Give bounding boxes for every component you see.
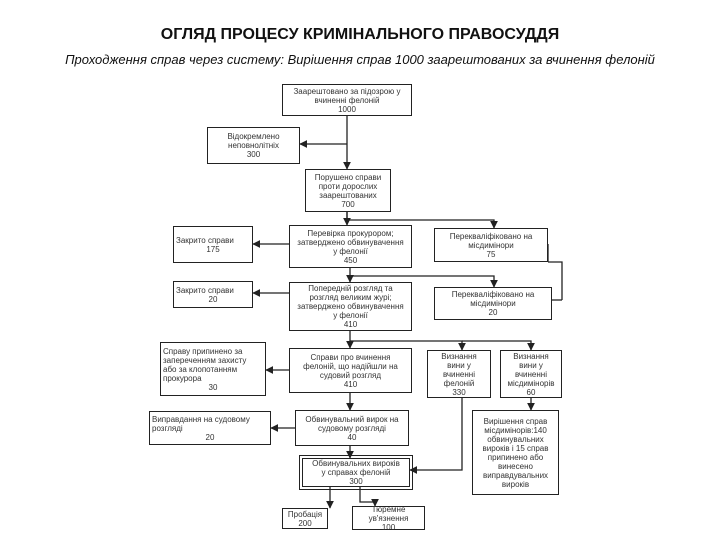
node-acquitted: Виправдання на судовому розгляді 20	[149, 411, 271, 445]
node-closed: Закрито справи 175	[173, 226, 253, 263]
edge-trial-to-guilty-misd	[462, 340, 535, 351]
page-subtitle: Проходження справ через систему: Вирішен…	[65, 52, 655, 67]
page-title: ОГЛЯД ПРОЦЕСУ КРИМІНАЛЬНОГО ПРАВОСУДДЯ	[160, 26, 560, 43]
node-convictions: Обвинувальних вироків у справах фелоній …	[299, 455, 413, 490]
node-convicted-trial: Обвинувальний вирок на судовому розгляді…	[295, 410, 409, 446]
edge-guilty-felony-to-convictions	[409, 398, 463, 474]
node-arrested: Заарештовано за підозрою у вчиненні фело…	[282, 84, 412, 116]
node-probation: Пробація 200	[282, 508, 328, 529]
edge-misd-line	[548, 261, 563, 300]
node-prosecution: Порушено справи проти дорослих заарештов…	[305, 169, 391, 212]
node-prison: Тюремне ув'язнення 100	[352, 505, 425, 532]
node-reclass-misd-2: Перекваліфіковано на місдимінори 20	[434, 287, 552, 320]
edge-convictions-to-prison	[359, 487, 379, 507]
node-prelim-hearing: Попередній розгляд та розгляд великим жу…	[289, 282, 412, 331]
node-guilty-misd: Визнання вини у вчиненні місдимінорів 60	[500, 350, 562, 398]
node-dismissed: Справу припинено за запереченням захисту…	[160, 342, 266, 396]
node-closed2: Закрито справи 20	[173, 281, 253, 308]
edge-review-to-reclass1	[346, 212, 498, 229]
node-prosecutor-review: Перевірка прокурором; затверджено обвину…	[289, 225, 412, 268]
edge-review-to-reclass2	[350, 275, 498, 288]
node-misd-total: Вирішення справ місдимінорів:140 обвинув…	[472, 410, 559, 495]
node-trial-felony: Справи про вчинення фелоній, що надійшли…	[289, 348, 412, 393]
node-released: Відокремлено неповнолітніх 300	[207, 127, 300, 164]
node-reclass-misd-1: Перекваліфіковано на місдимінори 75	[434, 228, 548, 262]
node-guilty-felony: Визнання вини у вчиненні фелоній 330	[427, 350, 491, 398]
